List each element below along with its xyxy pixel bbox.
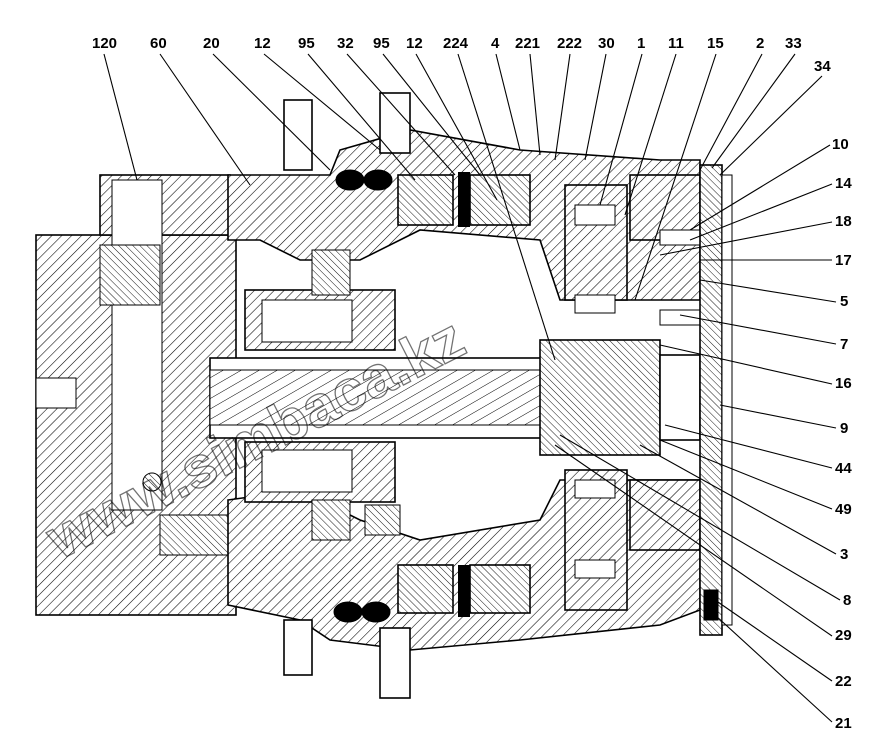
taper-bearings [333,169,531,623]
drive-shaft [209,339,726,456]
label-9: 9 [840,420,848,437]
label-20: 20 [203,35,220,52]
label-21: 21 [835,715,852,732]
label-3: 3 [840,546,848,563]
label-1: 1 [637,35,645,52]
label-33: 33 [785,35,802,52]
label-60: 60 [150,35,167,52]
piston-block [244,249,401,541]
label-10: 10 [832,136,849,153]
label-18: 18 [835,213,852,230]
label-44: 44 [835,460,852,477]
label-12b: 12 [406,35,423,52]
label-4: 4 [491,35,500,52]
label-17: 17 [835,252,852,269]
label-2: 2 [756,35,764,52]
label-15: 15 [707,35,724,52]
label-8: 8 [843,592,851,609]
label-14: 14 [835,175,852,192]
label-224: 224 [443,35,469,52]
label-120: 120 [92,35,117,52]
label-5: 5 [840,293,848,310]
label-222: 222 [557,35,582,52]
label-32: 32 [337,35,354,52]
label-221: 221 [515,35,540,52]
leader-lines [103,53,841,723]
right-cover [699,164,733,636]
label-95a: 95 [298,35,315,52]
label-7: 7 [840,336,848,353]
label-29: 29 [835,627,852,644]
label-12a: 12 [254,35,271,52]
label-30: 30 [598,35,615,52]
label-49: 49 [835,501,852,518]
label-16: 16 [835,375,852,392]
label-22: 22 [835,673,852,690]
label-11: 11 [668,35,684,52]
callout-labels: 120 60 20 12 95 32 95 12 224 4 221 222 3… [92,35,852,732]
label-95b: 95 [373,35,390,52]
label-34: 34 [814,58,831,75]
